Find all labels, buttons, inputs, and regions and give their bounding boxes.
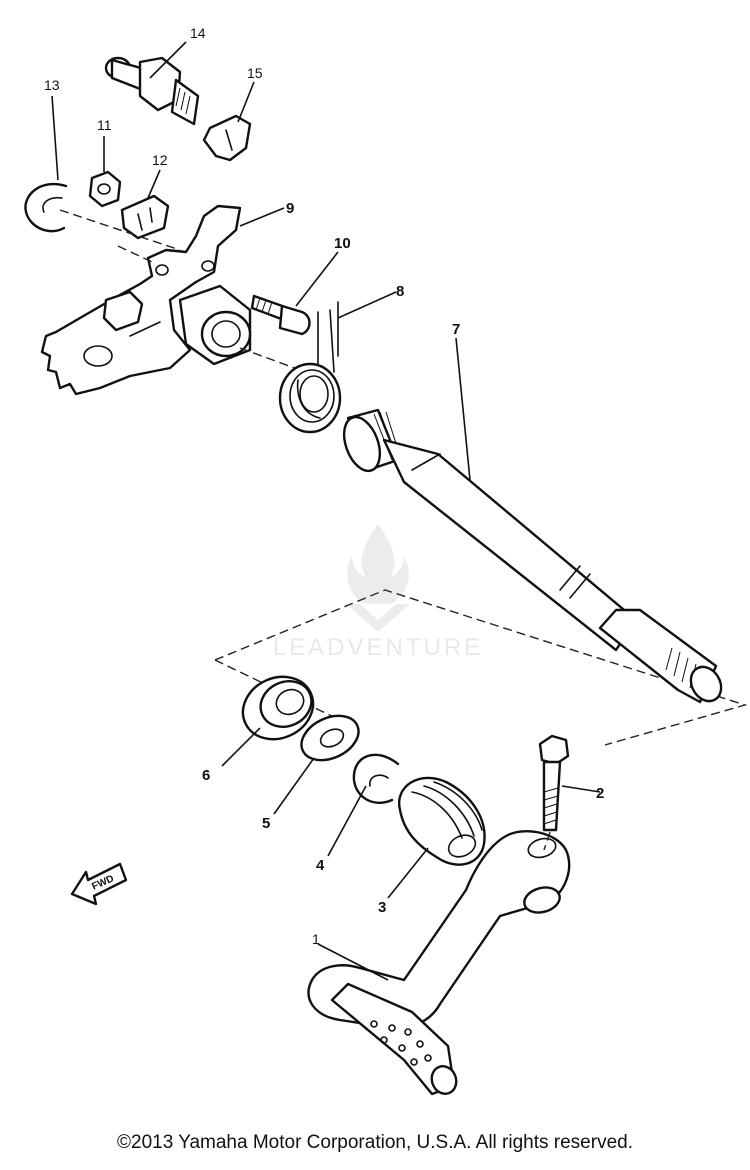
flame-logo-icon — [346, 524, 410, 632]
watermark-text: LEADVENTURE — [272, 634, 484, 661]
reference-frame — [214, 589, 748, 746]
callout-13: 13 — [44, 77, 60, 93]
part-9-shift-arm[interactable] — [40, 204, 252, 396]
part-10-pin[interactable] — [250, 294, 311, 336]
part-13-circlip[interactable] — [24, 183, 68, 233]
part-15-clip[interactable] — [202, 114, 252, 162]
callout-2: 2 — [596, 785, 604, 802]
part-5-washer[interactable] — [294, 707, 365, 769]
callout-11: 11 — [97, 117, 112, 133]
part-7-shift-shaft[interactable] — [337, 408, 727, 707]
part-6-oil-seal[interactable] — [233, 666, 324, 751]
watermark: LEADVENTURE — [248, 516, 508, 666]
part-4-circlip[interactable] — [352, 753, 400, 804]
callout-14: 14 — [190, 25, 206, 41]
callout-15: 15 — [247, 65, 263, 81]
fwd-arrow-icon: FWD — [70, 862, 128, 906]
foot-peg-studs — [370, 1020, 432, 1066]
part-11-nut[interactable] — [88, 170, 122, 208]
part-14-bolt[interactable] — [104, 56, 200, 126]
leader-lines — [51, 41, 601, 981]
callout-3: 3 — [378, 899, 386, 916]
part-8-spring[interactable] — [278, 301, 342, 434]
callout-labels: 14 15 13 11 12 9 10 8 7 2 6 5 4 3 1 — [44, 25, 604, 947]
callout-8: 8 — [396, 283, 404, 300]
callout-1: 1 — [312, 931, 320, 947]
callout-6: 6 — [202, 767, 210, 784]
callout-5: 5 — [262, 815, 270, 832]
callout-7: 7 — [452, 321, 460, 338]
callout-10: 10 — [334, 235, 351, 252]
part-2-bolt[interactable] — [538, 734, 570, 832]
callout-4: 4 — [316, 857, 325, 874]
copyright-notice: ©2013 Yamaha Motor Corporation, U.S.A. A… — [117, 1132, 633, 1153]
part-12-bracket[interactable] — [120, 194, 170, 240]
part-3-boot[interactable] — [397, 776, 486, 866]
callout-12: 12 — [152, 152, 168, 168]
callout-9: 9 — [286, 200, 294, 217]
part-1-shift-pedal[interactable] — [307, 829, 571, 1097]
